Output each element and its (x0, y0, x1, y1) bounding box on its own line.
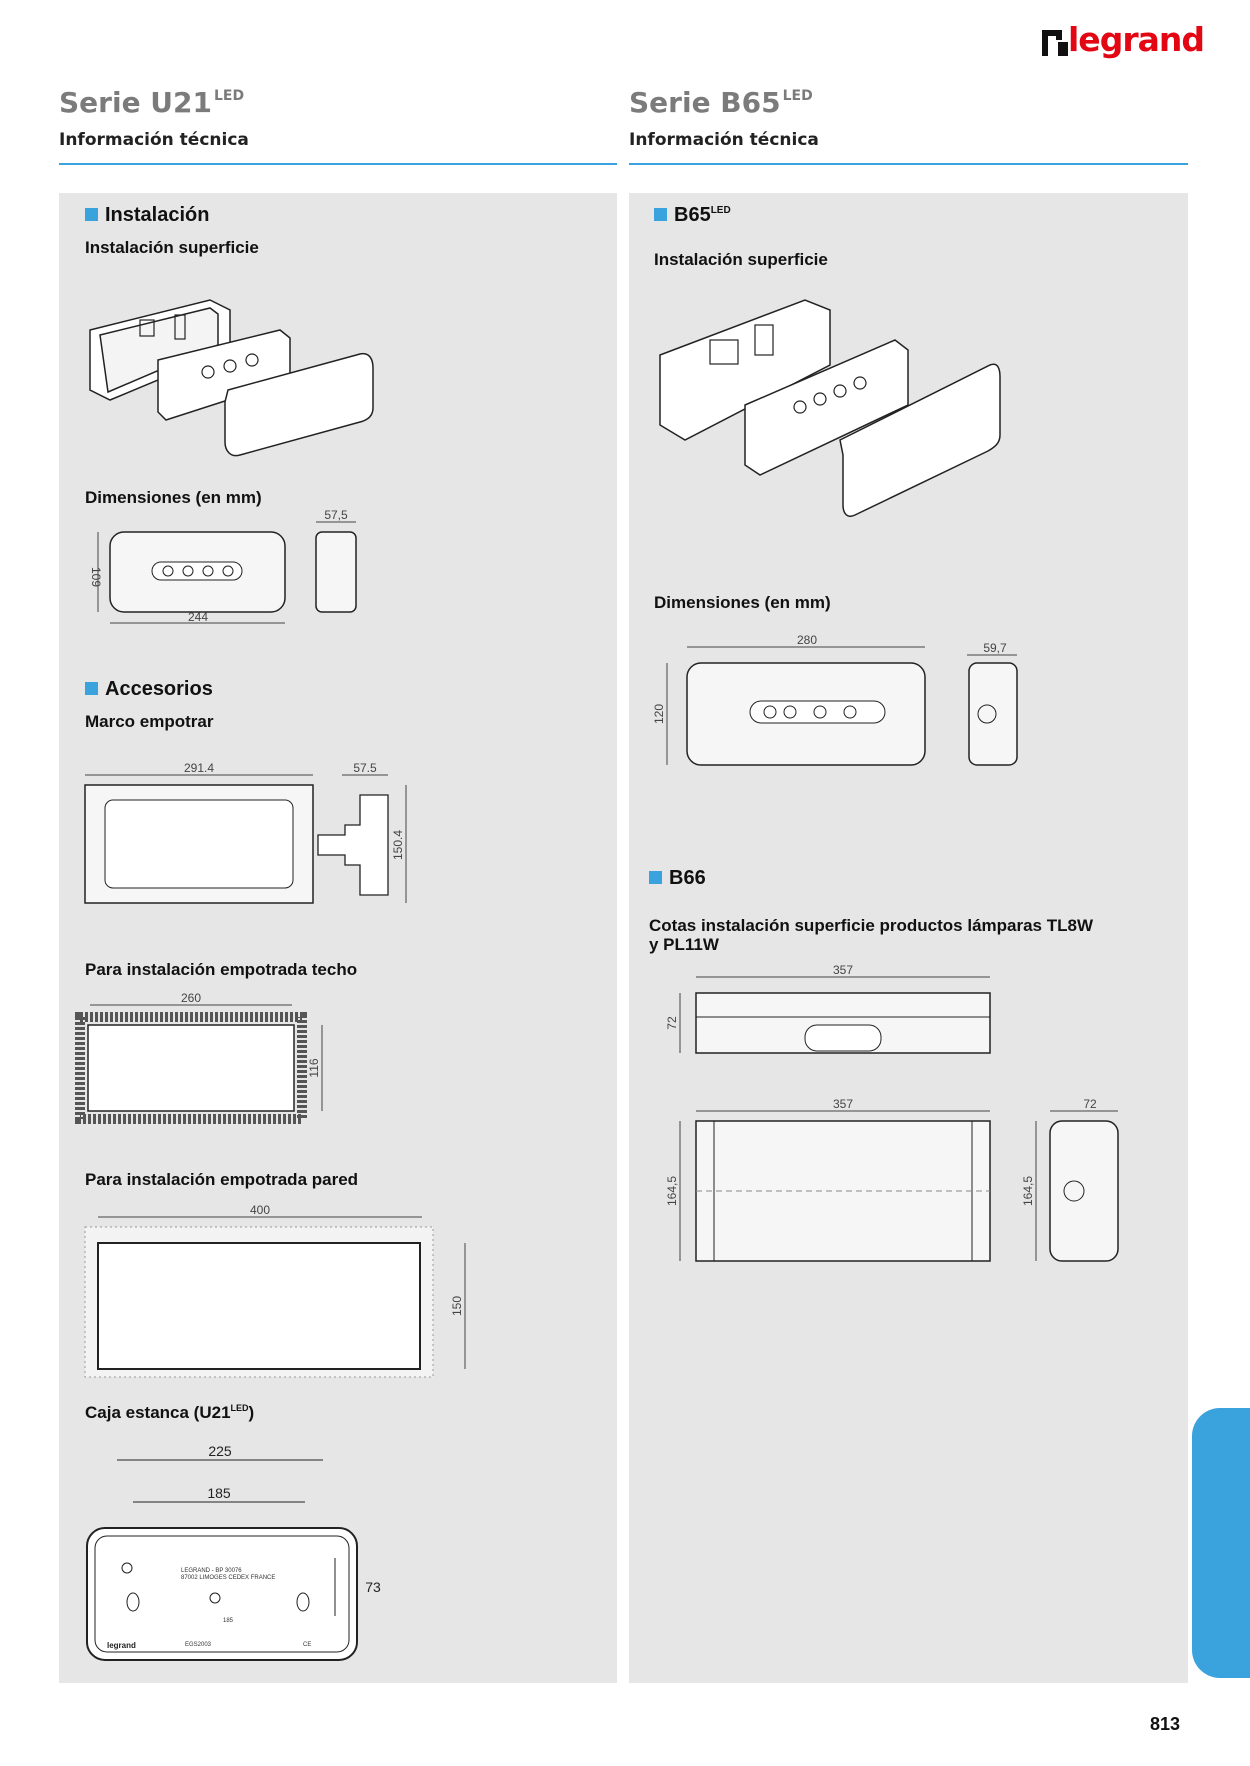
pared-width-label: 400 (250, 1203, 270, 1217)
caja-inner-label: 185 (207, 1485, 231, 1501)
b65-height-label: 120 (652, 704, 666, 724)
caja-ref: EGS2003 (185, 1642, 212, 1648)
sub-empotrada-pared: Para instalación empotrada pared (85, 1170, 359, 1189)
b66-side-depth-label: 72 (1083, 1097, 1097, 1111)
page-number: 813 (1150, 1714, 1181, 1734)
b66-front-width-label: 357 (833, 1097, 853, 1111)
caja-height-label: 73 (365, 1579, 381, 1595)
pared-cutout-drawing: 400 150 (84, 1203, 466, 1378)
section-b66: B66 (649, 867, 706, 890)
marco-empotrar-drawing: 291.4 57.5 150.4 (84, 761, 407, 904)
caja-outer-label: 225 (208, 1443, 232, 1459)
u21-width-label: 244 (188, 610, 208, 624)
left-panel (59, 193, 617, 1683)
u21-dimension-drawing: 109 244 57,5 (89, 508, 357, 624)
info-subtitle-left: Información técnica (59, 130, 249, 150)
sub-instalacion-superficie: Instalación superficie (85, 238, 259, 257)
sub-marco-empotrar: Marco empotrar (85, 712, 214, 731)
u21-exploded-illustration (89, 299, 374, 457)
sub-b66-line1: Cotas instalación superficie productos l… (649, 916, 1093, 935)
section-instalacion: Instalación (85, 204, 209, 227)
sub-caja-estanca: Caja estanca (U21LED) (85, 1403, 255, 1422)
legrand-logo-mark (1042, 30, 1068, 56)
sub-b65-superficie: Instalación superficie (654, 250, 828, 269)
info-subtitle-right: Información técnica (629, 130, 819, 150)
sub-empotrada-techo: Para instalación empotrada techo (85, 960, 358, 979)
marco-depth-label: 57.5 (353, 761, 377, 775)
b66-side-height-label: 164,5 (1021, 1176, 1035, 1206)
caja-small-185: 185 (223, 1618, 234, 1624)
sub-b65-dimensiones: Dimensiones (en mm) (654, 593, 831, 612)
marco-width-label: 291.4 (184, 761, 214, 775)
header-rule-right (629, 163, 1188, 165)
techo-width-label: 260 (181, 991, 201, 1005)
b65-dimension-drawing: 280 120 59,7 (652, 633, 1018, 766)
b66-top-width-label: 357 (833, 963, 853, 977)
caja-ce: CE (303, 1642, 311, 1648)
b66-top-height-label: 72 (665, 1016, 679, 1030)
caja-label-line2: 87002 LIMOGES CEDEX FRANCE (181, 1575, 275, 1581)
u21-depth-label: 57,5 (324, 508, 348, 522)
marco-height-label: 150.4 (391, 830, 405, 860)
b65-width-label: 280 (797, 633, 817, 647)
b66-top-drawing: 357 72 (665, 963, 991, 1054)
b65-exploded-illustration (659, 299, 1001, 517)
pared-height-label: 150 (450, 1296, 464, 1316)
section-b65: B65LED (654, 204, 731, 227)
b65-depth-label: 59,7 (983, 641, 1007, 655)
caja-label-line1: LEGRAND - BP 30076 (181, 1568, 242, 1574)
sub-b66-line2: y PL11W (649, 935, 719, 954)
b66-front-height-label: 164,5 (665, 1176, 679, 1206)
section-tab (1192, 1408, 1250, 1678)
techo-height-label: 116 (307, 1058, 321, 1077)
header-rule-left (59, 163, 617, 165)
sub-dimensiones-u21: Dimensiones (en mm) (85, 488, 262, 507)
section-accesorios: Accesorios (85, 678, 213, 701)
b66-front-side-drawing: 357 164,5 72 164,5 (665, 1097, 1119, 1262)
techo-cutout-drawing: 260 116 (75, 991, 323, 1124)
legrand-logo: legrand (1068, 20, 1205, 59)
u21-height-label: 109 (89, 567, 103, 587)
caja-estanca-drawing: 225 185 73 LEGRAND - BP 30076 87002 LIMO… (86, 1443, 381, 1661)
caja-brand: legrand (107, 1641, 136, 1650)
